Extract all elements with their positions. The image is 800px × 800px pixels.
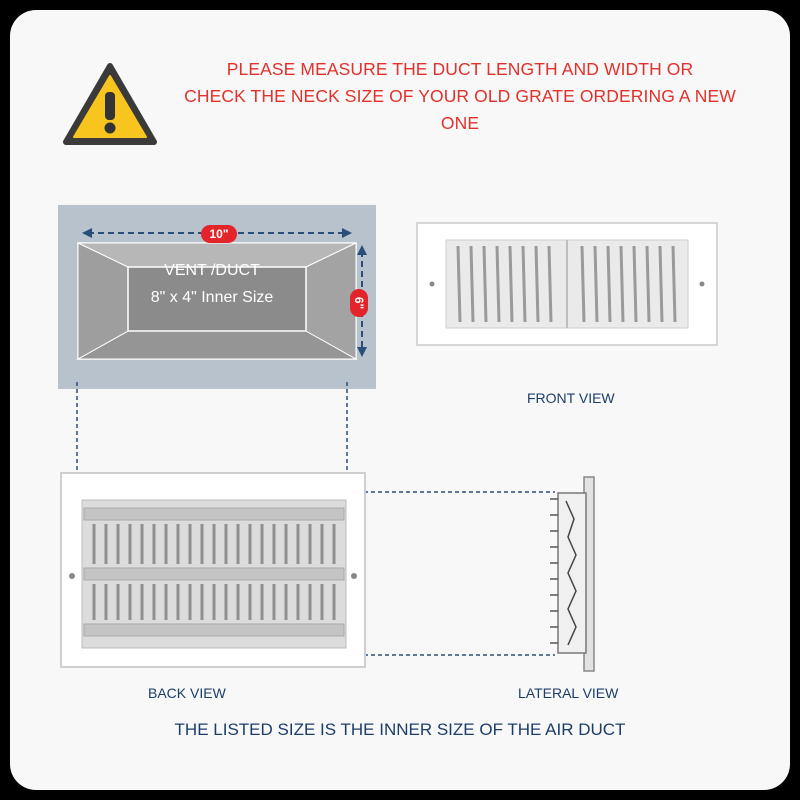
lateral-view-grille-image <box>550 476 595 672</box>
front-view-grille-image <box>416 222 718 346</box>
vent-title: VENT /DUCT <box>164 262 260 279</box>
vent-size: 8" x 4" Inner Size <box>150 289 274 306</box>
lateral-view-caption: LATERAL VIEW <box>518 685 619 701</box>
inner-size-note: THE LISTED SIZE IS THE INNER SIZE OF THE… <box>174 720 626 739</box>
front-view-caption: FRONT VIEW <box>527 390 615 406</box>
warning-line-1: PLEASE MEASURE THE DUCT LENGTH AND WIDTH… <box>226 59 694 79</box>
warning-line-3: ONE <box>440 113 480 133</box>
info-card: PLEASE MEASURE THE DUCT LENGTH AND WIDTH… <box>10 10 790 790</box>
warning-line-2: CHECK THE NECK SIZE OF YOUR OLD GRATE OR… <box>184 86 736 106</box>
warning-message: PLEASE MEASURE THE DUCT LENGTH AND WIDTH… <box>160 56 760 137</box>
height-badge: 6" <box>350 289 368 317</box>
duct-diagram: 10" 6" VENT /DUCT 8" x 4" Inner Size <box>58 205 376 389</box>
vent-size-label: VENT /DUCT 8" x 4" Inner Size <box>121 257 303 315</box>
warning-triangle-icon <box>63 63 157 145</box>
duct-frame-graphic <box>76 228 367 360</box>
back-view-caption: BACK VIEW <box>148 685 226 701</box>
width-badge: 10" <box>201 225 237 243</box>
guide-lines <box>76 382 555 656</box>
back-view-grille-image <box>60 472 366 668</box>
